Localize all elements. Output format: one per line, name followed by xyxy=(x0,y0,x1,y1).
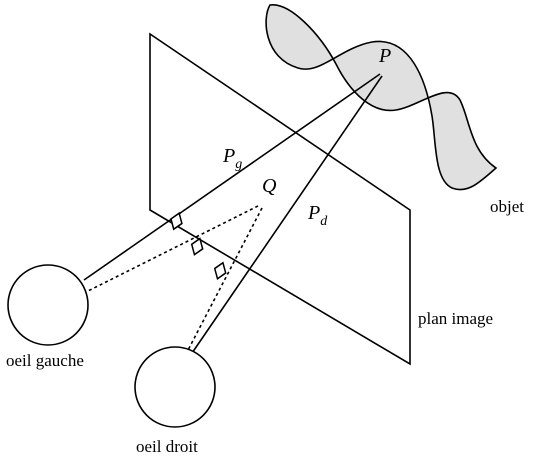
ray-p-to-left-eye xyxy=(83,73,381,281)
object-shape xyxy=(265,4,498,191)
label-p: P xyxy=(378,45,391,67)
image-plane xyxy=(149,32,411,366)
label-pg: Pg xyxy=(222,145,242,172)
ray-q-to-left-eye xyxy=(85,205,259,293)
left-eye-circle xyxy=(7,264,89,346)
label-object: objet xyxy=(490,197,524,216)
label-q: Q xyxy=(262,175,277,197)
label-right-eye: oeil droit xyxy=(136,437,198,456)
ray-p-to-right-eye xyxy=(189,75,383,357)
marker-q xyxy=(190,237,204,256)
label-left-eye: oeil gauche xyxy=(6,351,84,370)
marker-pg xyxy=(170,211,183,231)
marker-pd xyxy=(213,261,227,281)
label-pd: Pd xyxy=(307,202,328,229)
right-eye-circle xyxy=(134,346,216,428)
ray-q-to-right-eye xyxy=(185,207,263,355)
label-image-plane: plan image xyxy=(418,309,493,328)
